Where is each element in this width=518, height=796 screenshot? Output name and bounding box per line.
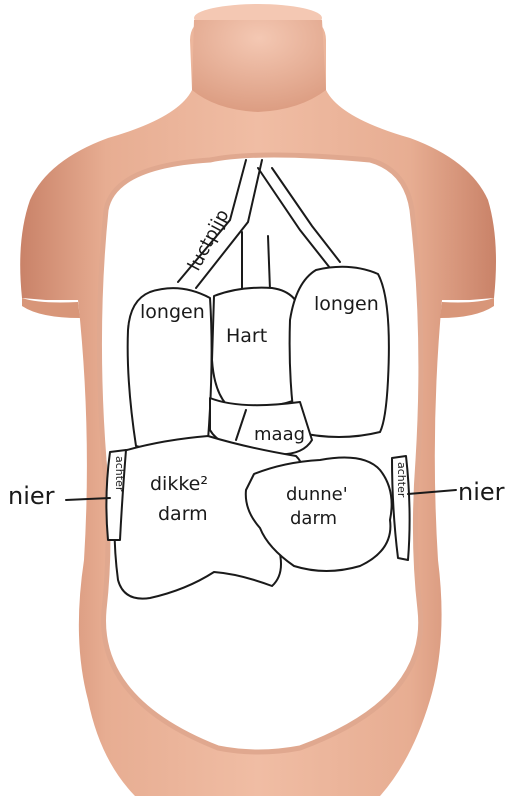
heart-label: Hart: [226, 325, 267, 347]
lung-right-label: longen: [314, 293, 379, 315]
kidney-right-label: nier: [458, 478, 505, 506]
lung-right: longen: [290, 267, 389, 437]
arm-stump-left: [22, 298, 80, 318]
stomach-label: maag: [254, 424, 305, 445]
arm-stump-right: [440, 298, 494, 318]
lung-left: longen: [128, 288, 212, 452]
small-intestine-label-1: dunne': [286, 484, 348, 505]
kidney-left-label: nier: [8, 482, 55, 510]
back-left-label: achter: [113, 456, 126, 492]
large-intestine-label-2: darm: [158, 503, 208, 525]
back-right-label: achter: [395, 462, 408, 498]
large-intestine-label-1: dikke²: [150, 473, 208, 495]
lung-left-label: longen: [140, 301, 205, 323]
neck: [192, 20, 326, 112]
small-intestine-label-2: darm: [290, 508, 337, 529]
